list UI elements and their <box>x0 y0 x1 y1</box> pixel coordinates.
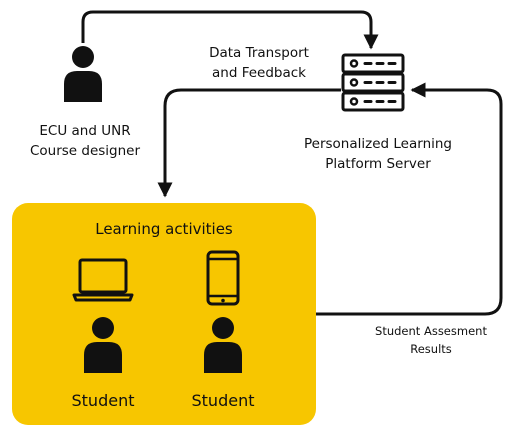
results-to-server-arrow <box>316 82 503 316</box>
person-icon <box>64 46 102 102</box>
laptop-icon <box>72 258 134 302</box>
transport-label-line1: Data Transport <box>209 45 309 61</box>
results-label-line2: Results <box>410 342 452 356</box>
person-icon <box>204 317 242 373</box>
transport-label: Data Transport and Feedback <box>184 43 334 83</box>
designer-label-line2: Course designer <box>29 143 141 159</box>
server-to-activities-arrow <box>157 88 341 198</box>
server-label-line1: Personalized Learning <box>304 136 452 152</box>
results-label: Student Assesment Results <box>356 322 506 358</box>
designer-label: ECU and UNR Course designer <box>0 121 170 161</box>
smartphone-icon <box>206 250 240 306</box>
person-icon <box>84 317 122 373</box>
results-label-line1: Student Assesment <box>375 324 487 338</box>
designer-to-server-arrow <box>81 10 379 50</box>
learning-activities-box: Learning activities Student Student <box>12 203 316 425</box>
server-rack-icon <box>341 53 405 112</box>
server-label: Personalized Learning Platform Server <box>290 134 466 174</box>
server-label-line2: Platform Server <box>325 156 431 172</box>
student-label-left: Student <box>71 391 135 410</box>
activities-title: Learning activities <box>95 220 233 238</box>
student-label-right: Student <box>191 391 255 410</box>
transport-label-line2: and Feedback <box>212 65 306 81</box>
designer-label-line1: ECU and UNR <box>39 123 131 139</box>
